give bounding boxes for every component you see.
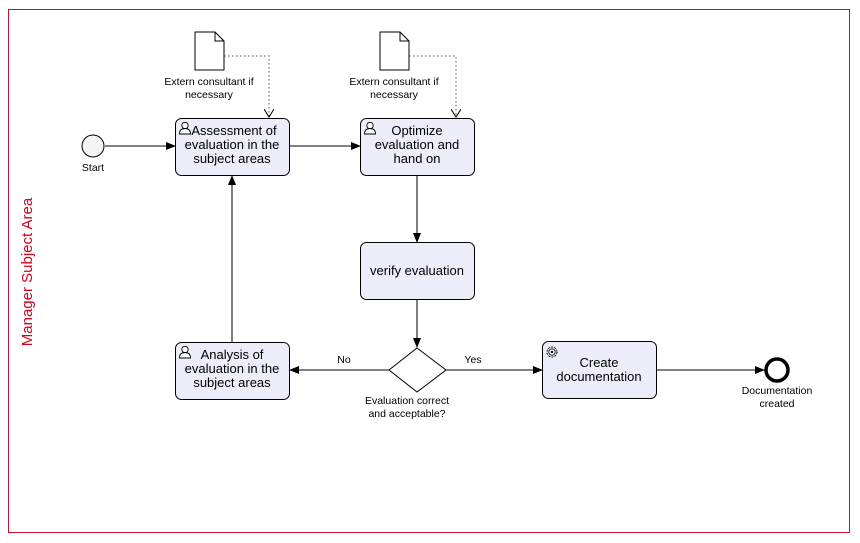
end-event[interactable] [764,357,790,383]
task-analysis-line2: evaluation in the [185,361,280,376]
task-create-documentation[interactable]: Create documentation [542,341,657,399]
data-object-consultant-2-label-line2: necessary [370,89,419,101]
document-icon [194,31,225,71]
task-optimize-line3: hand on [394,151,441,166]
task-create-line1: Create [579,355,618,370]
document-icon [379,31,410,71]
document-fold [399,32,409,42]
gateway-label-line2: and acceptable? [368,408,445,420]
association-consultant-1 [224,55,269,117]
exclusive-gateway[interactable] [388,347,447,393]
task-analysis[interactable]: Analysis of evaluation in the subject ar… [175,342,290,400]
gateway-yes-label: Yes [464,354,481,366]
task-optimize-line1: Optimize [391,123,442,138]
task-create-line2: documentation [556,369,641,384]
task-assessment[interactable]: Assessment of evaluation in the subject … [175,118,290,176]
task-assessment-line3: subject areas [193,151,271,166]
end-event-label-line1: Documentation [742,385,813,397]
data-object-consultant-1-label-line1: Extern consultant if [164,76,253,88]
data-object-consultant-2[interactable] [379,31,410,71]
pool-label: Manager Subject Area [19,197,36,346]
data-object-consultant-1[interactable] [194,31,225,71]
task-analysis-line1: Analysis of [201,347,264,362]
task-verify[interactable]: verify evaluation [360,242,475,300]
task-analysis-line3: subject areas [193,375,271,390]
task-assessment-line1: Assessment of [191,123,277,138]
user-icon [179,345,191,359]
task-optimize[interactable]: Optimize evaluation and hand on [360,118,475,176]
user-icon [364,121,376,135]
gateway-no-label: No [337,354,351,366]
gateway-label-line1: Evaluation correct [365,395,449,407]
start-event[interactable] [81,134,105,158]
gear-icon [546,346,558,358]
start-event-label: Start [82,162,104,174]
data-object-consultant-2-label-line1: Extern consultant if [349,76,438,88]
end-event-label-line2: created [759,398,794,410]
task-optimize-line2: evaluation and [375,137,460,152]
task-verify-line1: verify evaluation [370,263,464,278]
data-object-consultant-1-label-line2: necessary [185,89,234,101]
task-assessment-line2: evaluation in the [185,137,280,152]
user-icon [179,121,191,135]
document-fold [214,32,224,42]
